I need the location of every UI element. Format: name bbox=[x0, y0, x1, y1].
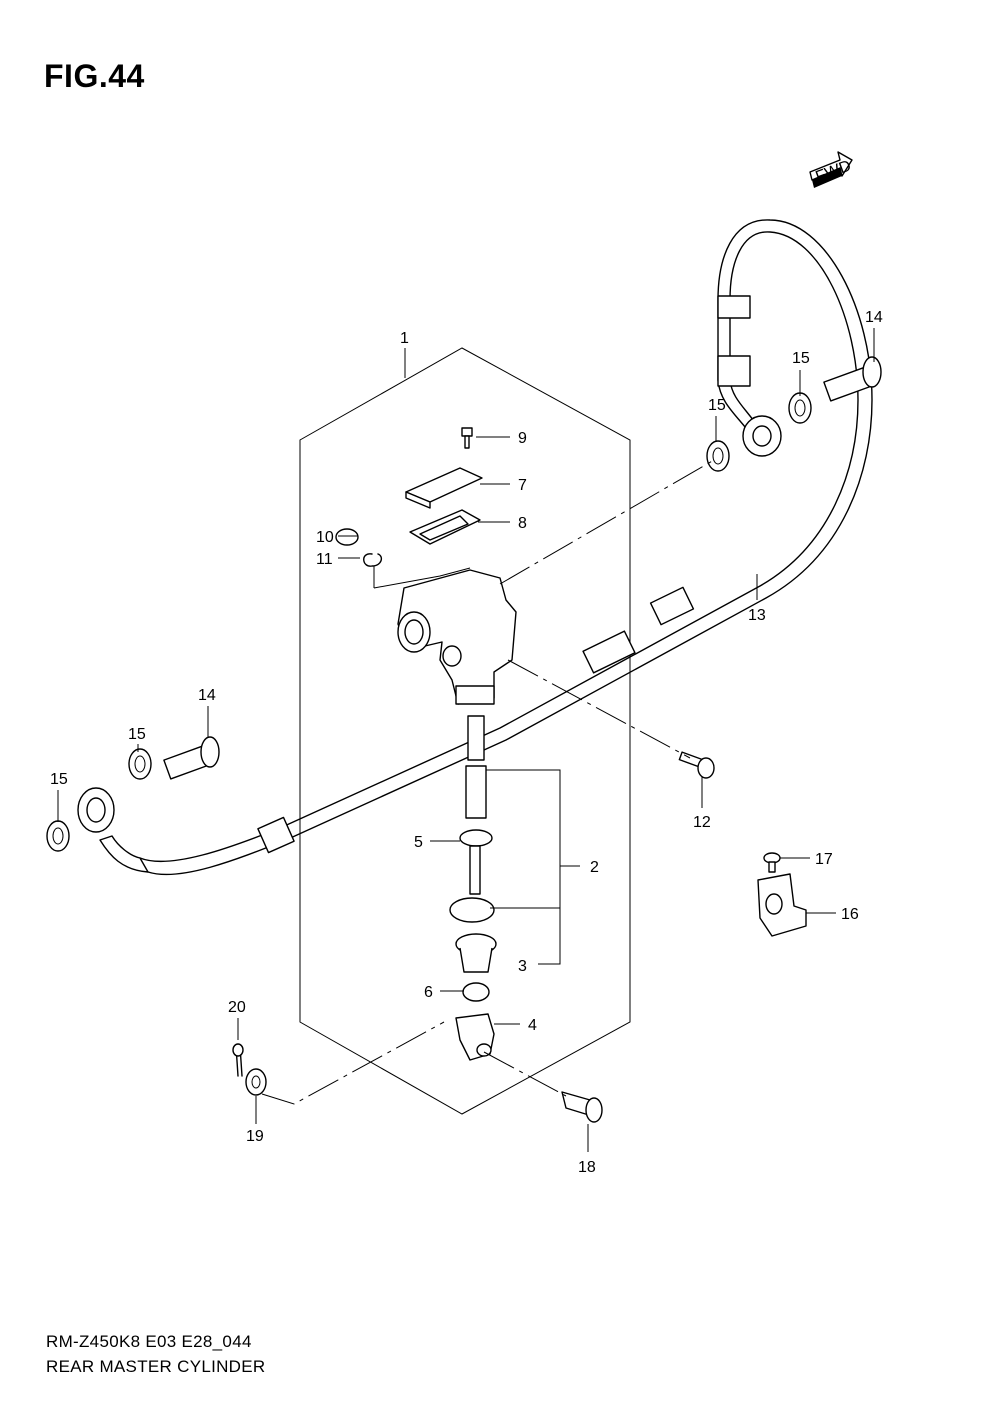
brake-hose bbox=[99, 219, 873, 876]
fwd-arrow-icon: FWD bbox=[809, 151, 853, 188]
callout-13: 13 bbox=[748, 607, 766, 624]
pushrod bbox=[459, 829, 493, 895]
callout-15-left-b: 15 bbox=[50, 771, 68, 788]
callout-5: 5 bbox=[414, 834, 423, 851]
callout-19: 19 bbox=[246, 1128, 264, 1145]
banjo-fitting-left bbox=[77, 787, 115, 833]
union-bolt-left bbox=[163, 736, 220, 780]
callout-8: 8 bbox=[518, 515, 527, 532]
return-spring bbox=[467, 715, 485, 761]
banjo-fitting-right bbox=[742, 415, 782, 457]
callout-14-left: 14 bbox=[198, 687, 216, 704]
callout-4: 4 bbox=[528, 1017, 537, 1034]
boot bbox=[455, 933, 497, 973]
washer bbox=[245, 1068, 267, 1096]
callout-16: 16 bbox=[841, 906, 859, 923]
callout-12: 12 bbox=[693, 814, 711, 831]
callout-20: 20 bbox=[228, 999, 246, 1016]
callout-2: 2 bbox=[590, 859, 599, 876]
callout-11: 11 bbox=[316, 551, 333, 568]
cotter-pin bbox=[232, 1043, 244, 1077]
leader-lines bbox=[57, 328, 875, 1152]
callout-15-right-b: 15 bbox=[708, 397, 726, 414]
callout-7: 7 bbox=[518, 477, 527, 494]
circlip-small bbox=[363, 553, 383, 567]
piston-assembly bbox=[465, 765, 487, 819]
callout-3: 3 bbox=[518, 958, 527, 975]
assembly-boundary bbox=[299, 347, 631, 1115]
callout-1: 1 bbox=[400, 330, 409, 347]
callout-14-right: 14 bbox=[865, 309, 883, 326]
callout-15-left-a: 15 bbox=[128, 726, 146, 743]
callout-6: 6 bbox=[424, 984, 433, 1001]
figure-caption: REAR MASTER CYLINDER bbox=[46, 1357, 266, 1376]
clevis-pin bbox=[561, 1091, 603, 1123]
union-bolt-right bbox=[823, 356, 882, 402]
fwd-label: FWD bbox=[813, 157, 853, 185]
reservoir-cap bbox=[405, 467, 483, 509]
callout-10: 10 bbox=[316, 529, 334, 546]
snap-ring bbox=[449, 897, 495, 923]
gasket-washers bbox=[46, 392, 812, 852]
reservoir-diaphragm bbox=[409, 509, 481, 545]
cap-screw bbox=[461, 427, 473, 449]
lock-nut bbox=[462, 982, 490, 1002]
guide-screw bbox=[763, 852, 781, 873]
clevis-joint bbox=[455, 1013, 495, 1061]
figure-title: FIG.44 bbox=[44, 58, 145, 94]
model-code: RM-Z450K8 E03 E28_044 bbox=[46, 1332, 252, 1351]
assembly-lines bbox=[261, 459, 715, 1105]
mounting-bolt bbox=[678, 751, 715, 779]
callout-18: 18 bbox=[578, 1159, 596, 1176]
callout-9: 9 bbox=[518, 430, 527, 447]
callout-17: 17 bbox=[815, 851, 833, 868]
hose-guide bbox=[757, 873, 807, 937]
master-cylinder-body bbox=[397, 569, 517, 705]
callout-15-right-a: 15 bbox=[792, 350, 810, 367]
hose-connector bbox=[335, 528, 359, 546]
